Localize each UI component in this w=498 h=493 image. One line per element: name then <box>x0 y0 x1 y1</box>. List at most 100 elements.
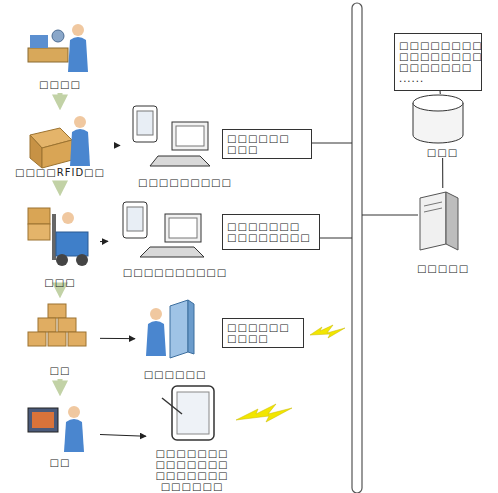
node-label: ...... <box>399 73 424 84</box>
person-head <box>62 212 74 224</box>
server-side <box>446 192 458 250</box>
person-head <box>150 308 162 320</box>
node-label: □□□□□□ □□□ <box>227 133 307 155</box>
connector <box>100 435 146 437</box>
database-icon <box>413 95 463 143</box>
tablet-icon <box>162 386 214 440</box>
screen-frame <box>28 408 58 432</box>
tablet <box>172 386 214 440</box>
cabinet <box>170 300 188 358</box>
stylus <box>162 398 182 414</box>
server-front <box>420 192 446 250</box>
node-label: □□□□□ <box>417 263 469 274</box>
wireless-bolt <box>236 404 292 422</box>
note-box: □□□□□□ □□□□ <box>222 318 304 348</box>
box <box>48 332 66 346</box>
node-label: □□□□□□□□□ <box>138 177 232 188</box>
box <box>28 332 46 346</box>
connector <box>440 91 441 94</box>
drive-slot <box>424 208 442 212</box>
reader-cabinet-icon <box>146 300 194 358</box>
screen <box>32 412 54 428</box>
forklift-body <box>56 232 88 256</box>
wire <box>362 215 418 216</box>
gear <box>52 30 64 42</box>
packing-icon <box>30 116 90 168</box>
wireless-bolt <box>310 325 345 338</box>
conveyor <box>28 48 68 62</box>
person-body <box>70 129 90 166</box>
person-body <box>146 321 166 356</box>
node-label: □□□□□□□□□□ <box>123 267 227 278</box>
node-label: □□□□□□□ □□□□□□□ □□□□□□□ □□□□□□ <box>146 448 238 492</box>
icon-node: □□□□ <box>17 22 103 90</box>
forklift-icon <box>28 208 88 266</box>
connector <box>100 338 135 339</box>
connector <box>442 158 443 188</box>
icon-node: □□□□□ <box>403 188 483 274</box>
box-front <box>42 140 72 168</box>
stacked-boxes-icon <box>28 304 86 346</box>
box-side <box>30 135 42 168</box>
person-head <box>74 116 86 128</box>
cabinet-side <box>188 300 194 354</box>
production-icon <box>28 24 88 72</box>
computer-icon <box>123 202 204 257</box>
person-head <box>68 406 80 418</box>
node-label: □□ <box>50 365 71 376</box>
note-box: □□□□□□□□ □□□□□□□□ □□□□□□□...... <box>394 33 482 91</box>
keyboard <box>140 247 204 257</box>
node-label: □□□□□□ □□□□ <box>227 322 299 344</box>
node-label: □□□ <box>427 147 458 158</box>
flow-arrow <box>58 379 63 390</box>
note-box: □□□□□□□ □□□□□□□□ <box>222 214 320 250</box>
wire <box>312 143 352 144</box>
connector <box>100 241 108 242</box>
monitor <box>165 214 201 242</box>
icon-node: □□□□□□ <box>135 298 215 380</box>
node-label: □□□□□□□ □□□□□□□□ <box>227 221 315 243</box>
bus-pipe <box>352 3 362 493</box>
person-body <box>64 419 84 452</box>
note-box: □□□□□□ □□□ <box>222 129 312 159</box>
node-label: □□□ <box>44 277 75 288</box>
computer-icon <box>133 106 210 166</box>
wire <box>320 238 352 239</box>
flow-arrow <box>58 93 63 104</box>
connectors <box>60 91 443 436</box>
icon-node: □□□ <box>20 198 100 288</box>
wheel <box>56 254 68 266</box>
node-label: □□□□□□ <box>144 369 207 380</box>
flow-arrow <box>58 291 63 292</box>
box <box>58 318 76 332</box>
icon-node: □□□ <box>405 94 480 158</box>
box <box>48 304 66 318</box>
box <box>28 224 50 240</box>
drive-slot <box>424 202 442 206</box>
cylinder-top <box>413 95 463 111</box>
keyboard <box>150 156 210 166</box>
screen <box>127 207 143 231</box>
server-icon <box>420 192 458 250</box>
monitor <box>172 122 208 150</box>
node-label: □□ <box>50 457 71 468</box>
flow-arrow <box>58 181 63 190</box>
wheel <box>76 254 88 266</box>
icon-node: □□ <box>20 300 100 376</box>
screen <box>169 218 197 238</box>
person-body <box>68 37 88 72</box>
machine <box>30 35 48 48</box>
node-label: □□□□□□□□ □□□□□□□□ □□□□□□□ <box>399 40 483 73</box>
icon-node: □□ <box>20 398 100 468</box>
terminal-icon <box>28 406 84 452</box>
node-label: □□□□ <box>39 79 81 90</box>
connector <box>115 145 120 146</box>
handheld <box>133 106 157 142</box>
bus-wires <box>312 143 418 238</box>
handheld <box>123 202 147 238</box>
screen <box>176 126 204 146</box>
screen <box>137 111 153 135</box>
box <box>28 208 50 224</box>
